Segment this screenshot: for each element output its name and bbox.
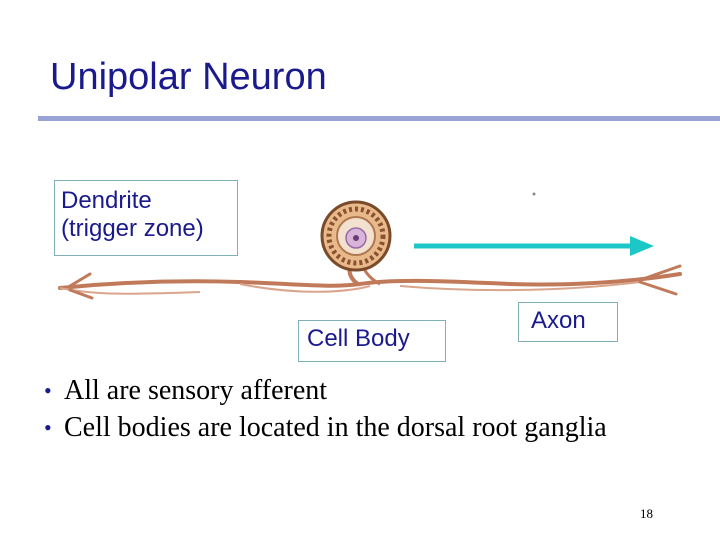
neuron-process — [58, 272, 682, 290]
neuron-illustration — [58, 192, 682, 300]
dendrite-label-line1: Dendrite — [61, 187, 152, 214]
axon-label: Axon — [518, 302, 618, 342]
bullet-list: • All are sensory afferent • Cell bodies a… — [44, 372, 684, 446]
bullet-text: All are sensory afferent — [64, 375, 328, 406]
dendrite-label-line2: (trigger zone) — [61, 215, 204, 242]
bullet-item: • All are sensory afferent — [44, 372, 684, 409]
slide-title: Unipolar Neuron — [50, 56, 327, 98]
dendrite-label: Dendrite (trigger zone) — [54, 180, 238, 256]
bullet-text: Cell bodies are located in the dorsal ro… — [64, 412, 607, 443]
page-number: 18 — [640, 506, 653, 521]
cell-body-graphic — [320, 200, 392, 272]
bullet-icon: • — [44, 415, 52, 440]
bullet-item: • Cell bodies are located in the dorsal r… — [44, 409, 684, 446]
title-underline — [38, 116, 720, 121]
bullet-icon: • — [44, 378, 52, 403]
cell-body-label: Cell Body — [298, 320, 446, 362]
